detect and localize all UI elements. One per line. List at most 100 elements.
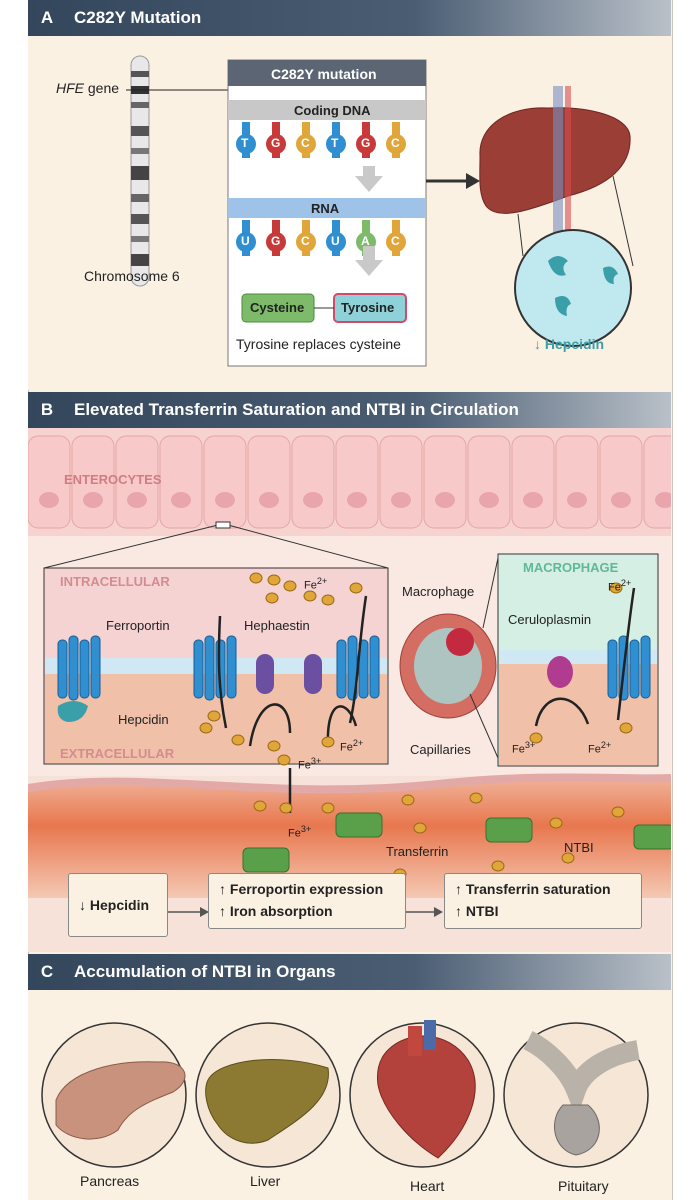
rna-base-letter: U: [241, 234, 250, 248]
chromosome-label: Chromosome 6: [84, 268, 180, 284]
dna-base-circle: [356, 134, 376, 154]
transferrin-label: Transferrin: [386, 844, 449, 859]
rna-base-circle: [326, 232, 346, 252]
intracellular-label: INTRACELLULAR: [60, 574, 170, 589]
fe2-label-1: Fe2+: [304, 576, 328, 592]
enterocyte-cell: [599, 435, 643, 529]
iron-dot: [277, 754, 291, 766]
fe2-label-3: Fe2+: [608, 578, 632, 594]
dna-base-circle: [296, 134, 316, 154]
organ-label-liver: Liver: [250, 1173, 281, 1189]
panel-c: Pancreas Liver Heart Pituitary: [28, 990, 671, 1200]
iron-dot: [231, 734, 245, 746]
enterocyte-nucleus: [479, 492, 499, 508]
rna-base-letter: A: [361, 234, 370, 248]
flow-box-transferrin-line1: ↑ Transferrin saturation: [455, 881, 611, 897]
tyrosine-label: Tyrosine: [341, 300, 395, 315]
iron-dot: [491, 860, 505, 872]
organ-label-pituitary: Pituitary: [558, 1178, 609, 1194]
enterocyte-nucleus: [347, 492, 367, 508]
enterocytes-label: ENTEROCYTES: [64, 472, 162, 487]
ceruloplasmin-label: Ceruloplasmin: [508, 612, 592, 627]
panel-b-letter: B: [40, 400, 54, 419]
rna-base-circle: [236, 232, 256, 252]
flow-box-ferroportin-line2: ↑ Iron absorption: [219, 903, 333, 919]
panel-a-letter: A: [40, 8, 54, 27]
iron-dot: [265, 592, 279, 604]
rna-base-circle: [296, 232, 316, 252]
rna-label: RNA: [311, 201, 340, 216]
enterocyte-cell: [643, 435, 671, 529]
iron-dot: [283, 580, 297, 592]
rna-base-letter: G: [271, 234, 281, 248]
iron-dot: [611, 806, 625, 818]
enterocyte-cell: [28, 435, 71, 529]
dna-base-letter: T: [241, 136, 249, 150]
flow-box-ferroportin-line1: ↑ Ferroportin expression: [219, 881, 384, 897]
panel-b-art: [28, 428, 671, 952]
flow-box-hepcidin-text: ↓ Hepcidin: [79, 897, 150, 913]
organ-label-heart: Heart: [410, 1178, 445, 1194]
panel-a: HFE gene Chromosome 6 C282Y mutation Cod…: [28, 36, 671, 390]
macrophage-inset-label: MACROPHAGE: [523, 560, 619, 575]
cysteine-label: Cysteine: [250, 300, 305, 315]
mutation-box-title: C282Y mutation: [271, 66, 377, 82]
enterocyte-cell: [511, 435, 555, 529]
hfe-gene-label: HFE gene: [56, 80, 120, 96]
fe3-label-1: Fe3+: [298, 756, 322, 772]
flow-box-transferrin-line2: ↑ NTBI: [455, 903, 499, 919]
enterocyte-cell: [423, 435, 467, 529]
dna-base-letter: G: [361, 136, 371, 150]
ntbi-label: NTBI: [564, 840, 594, 855]
iron-dot: [321, 594, 335, 606]
hepcidin-down-label: ↓ Hepcidin: [534, 336, 605, 352]
capillaries-label: Capillaries: [410, 742, 471, 757]
organ-label-pancreas: Pancreas: [80, 1173, 140, 1189]
rna-base-letter: C: [301, 234, 310, 248]
flow-box-ferroportin: ↑ Ferroportin expression ↑ Iron absorpti…: [208, 873, 406, 929]
panel-c-letter: C: [40, 962, 54, 981]
fe2-label-2: Fe2+: [340, 738, 364, 754]
iron-dot: [529, 732, 543, 744]
enterocyte-cell: [247, 435, 291, 529]
iron-dot: [249, 572, 263, 584]
enterocyte-nucleus: [655, 492, 671, 508]
flow-box-transferrin: ↑ Transferrin saturation ↑ NTBI: [444, 873, 642, 929]
enterocyte-cell: [291, 435, 335, 529]
enterocyte-cell: [379, 435, 423, 529]
ferroportin-label: Ferroportin: [106, 618, 170, 633]
iron-dot: [619, 722, 633, 734]
dna-base-circle: [326, 134, 346, 154]
enterocyte-cell: [335, 435, 379, 529]
coding-dna-label: Coding DNA: [294, 103, 371, 118]
rna-base-circle: [266, 232, 286, 252]
fe2-label-4: Fe2+: [588, 740, 612, 756]
replace-text: Tyrosine replaces cysteine: [236, 336, 401, 352]
enterocyte-cell: [467, 435, 511, 529]
enterocyte-nucleus: [523, 492, 543, 508]
enterocyte-nucleus: [611, 492, 631, 508]
iron-dot: [549, 817, 563, 829]
enterocyte-cell: [203, 435, 247, 529]
enterocyte-nucleus: [215, 492, 235, 508]
enterocyte-cell: [159, 435, 203, 529]
dna-base-circle: [386, 134, 406, 154]
enterocyte-nucleus: [127, 492, 147, 508]
iron-dot: [413, 822, 427, 834]
enterocyte-cell: [555, 435, 599, 529]
dna-base-letter: G: [271, 136, 281, 150]
iron-dot: [349, 582, 363, 594]
rna-base-circle: [386, 232, 406, 252]
enterocyte-nucleus: [391, 492, 411, 508]
enterocyte-nucleus: [83, 492, 103, 508]
dna-base-circle: [236, 134, 256, 154]
panel-a-title: C282Y Mutation: [74, 8, 202, 27]
dna-base-letter: C: [301, 136, 310, 150]
enterocyte-nucleus: [259, 492, 279, 508]
panel-b: ENTEROCYTES INTRACELLULAR EXTRACELLULAR …: [28, 428, 671, 952]
iron-dot: [561, 852, 575, 864]
panel-c-header: C Accumulation of NTBI in Organs: [28, 954, 671, 990]
iron-dot: [207, 710, 221, 722]
flow-box-hepcidin: ↓ Hepcidin: [68, 873, 168, 937]
iron-dot: [253, 800, 267, 812]
